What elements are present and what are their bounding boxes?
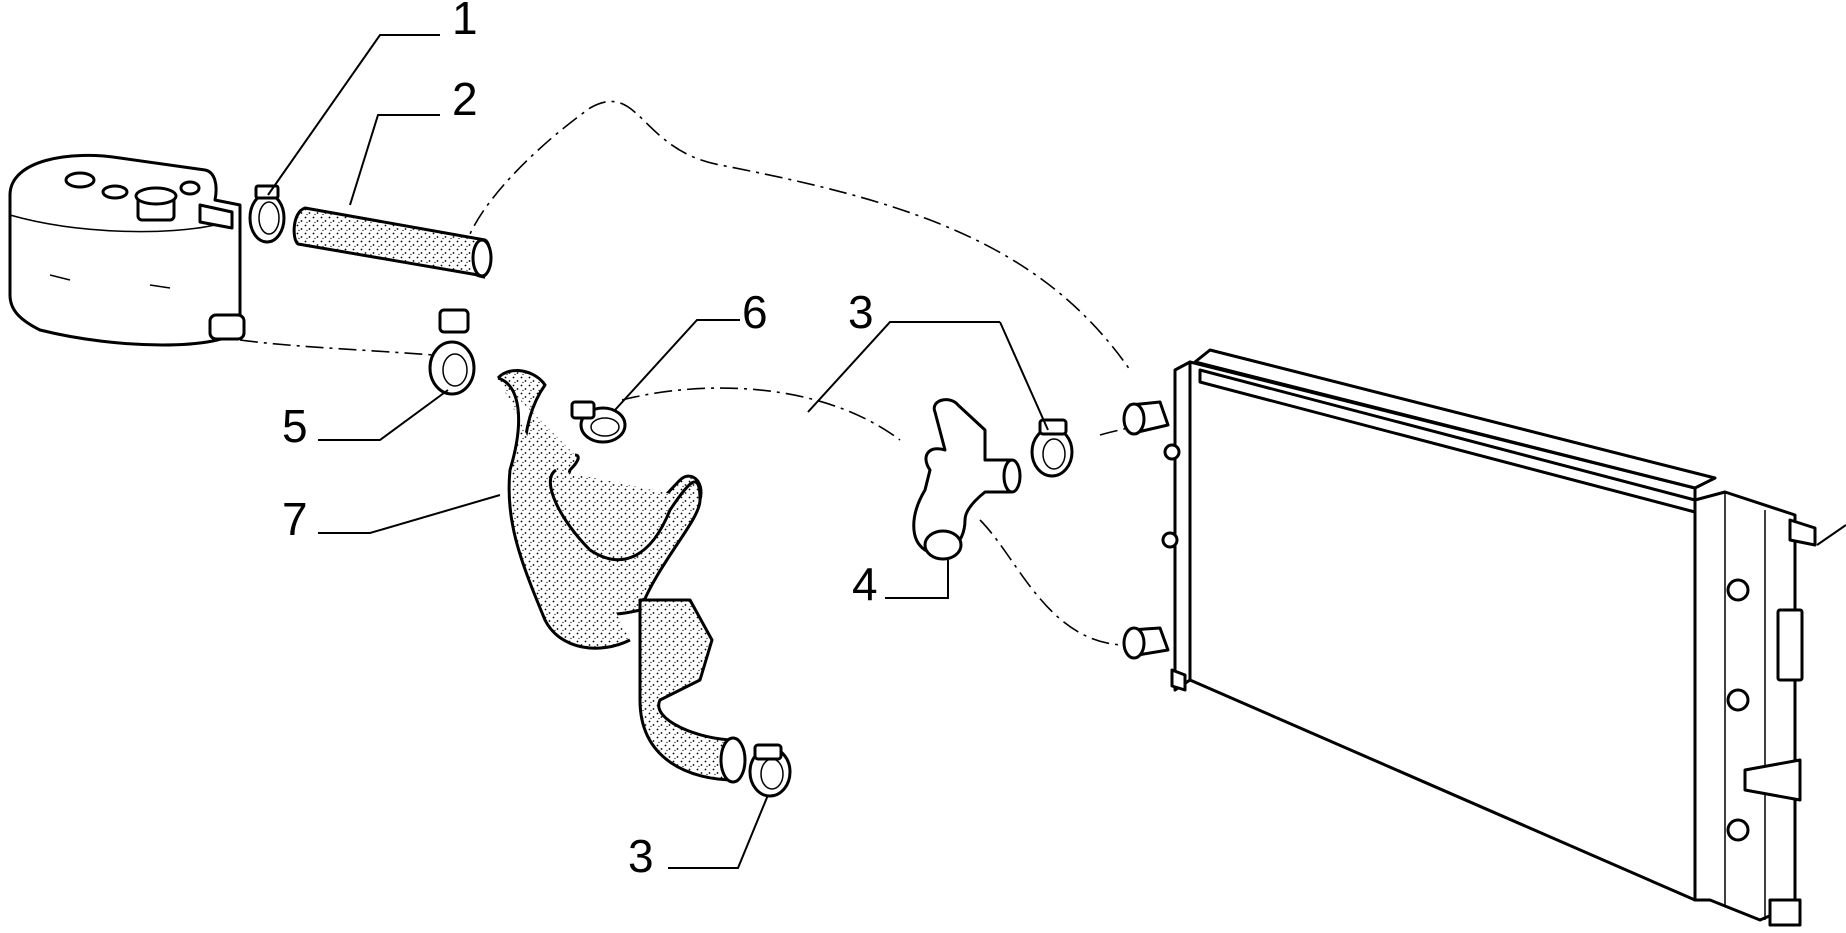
callout-7: 7 xyxy=(282,493,308,545)
callout-4: 4 xyxy=(852,558,878,610)
hose-clamp-6 xyxy=(570,400,627,444)
branched-hose-7 xyxy=(496,369,747,784)
callout-3-top: 3 xyxy=(848,286,874,338)
callout-3-bottom: 3 xyxy=(628,830,654,882)
hose-clamp-3-top xyxy=(1030,418,1074,478)
hose-clamp-1 xyxy=(248,184,286,244)
hose-2 xyxy=(292,206,493,278)
expansion-tank xyxy=(8,153,246,347)
pipe-union-4 xyxy=(912,398,1022,561)
hose-clamp-3-bottom xyxy=(748,743,792,798)
callout-5: 5 xyxy=(282,400,308,452)
hose-clamp-5 xyxy=(428,308,476,396)
callout-6: 6 xyxy=(742,286,768,338)
radiator xyxy=(1122,348,1817,927)
callout-numbers: 1 2 3 3 4 5 6 7 xyxy=(282,0,878,882)
leader-lines xyxy=(267,34,1846,869)
flow-lines xyxy=(239,100,1136,646)
callout-2: 2 xyxy=(452,73,478,125)
callout-1: 1 xyxy=(452,0,478,44)
